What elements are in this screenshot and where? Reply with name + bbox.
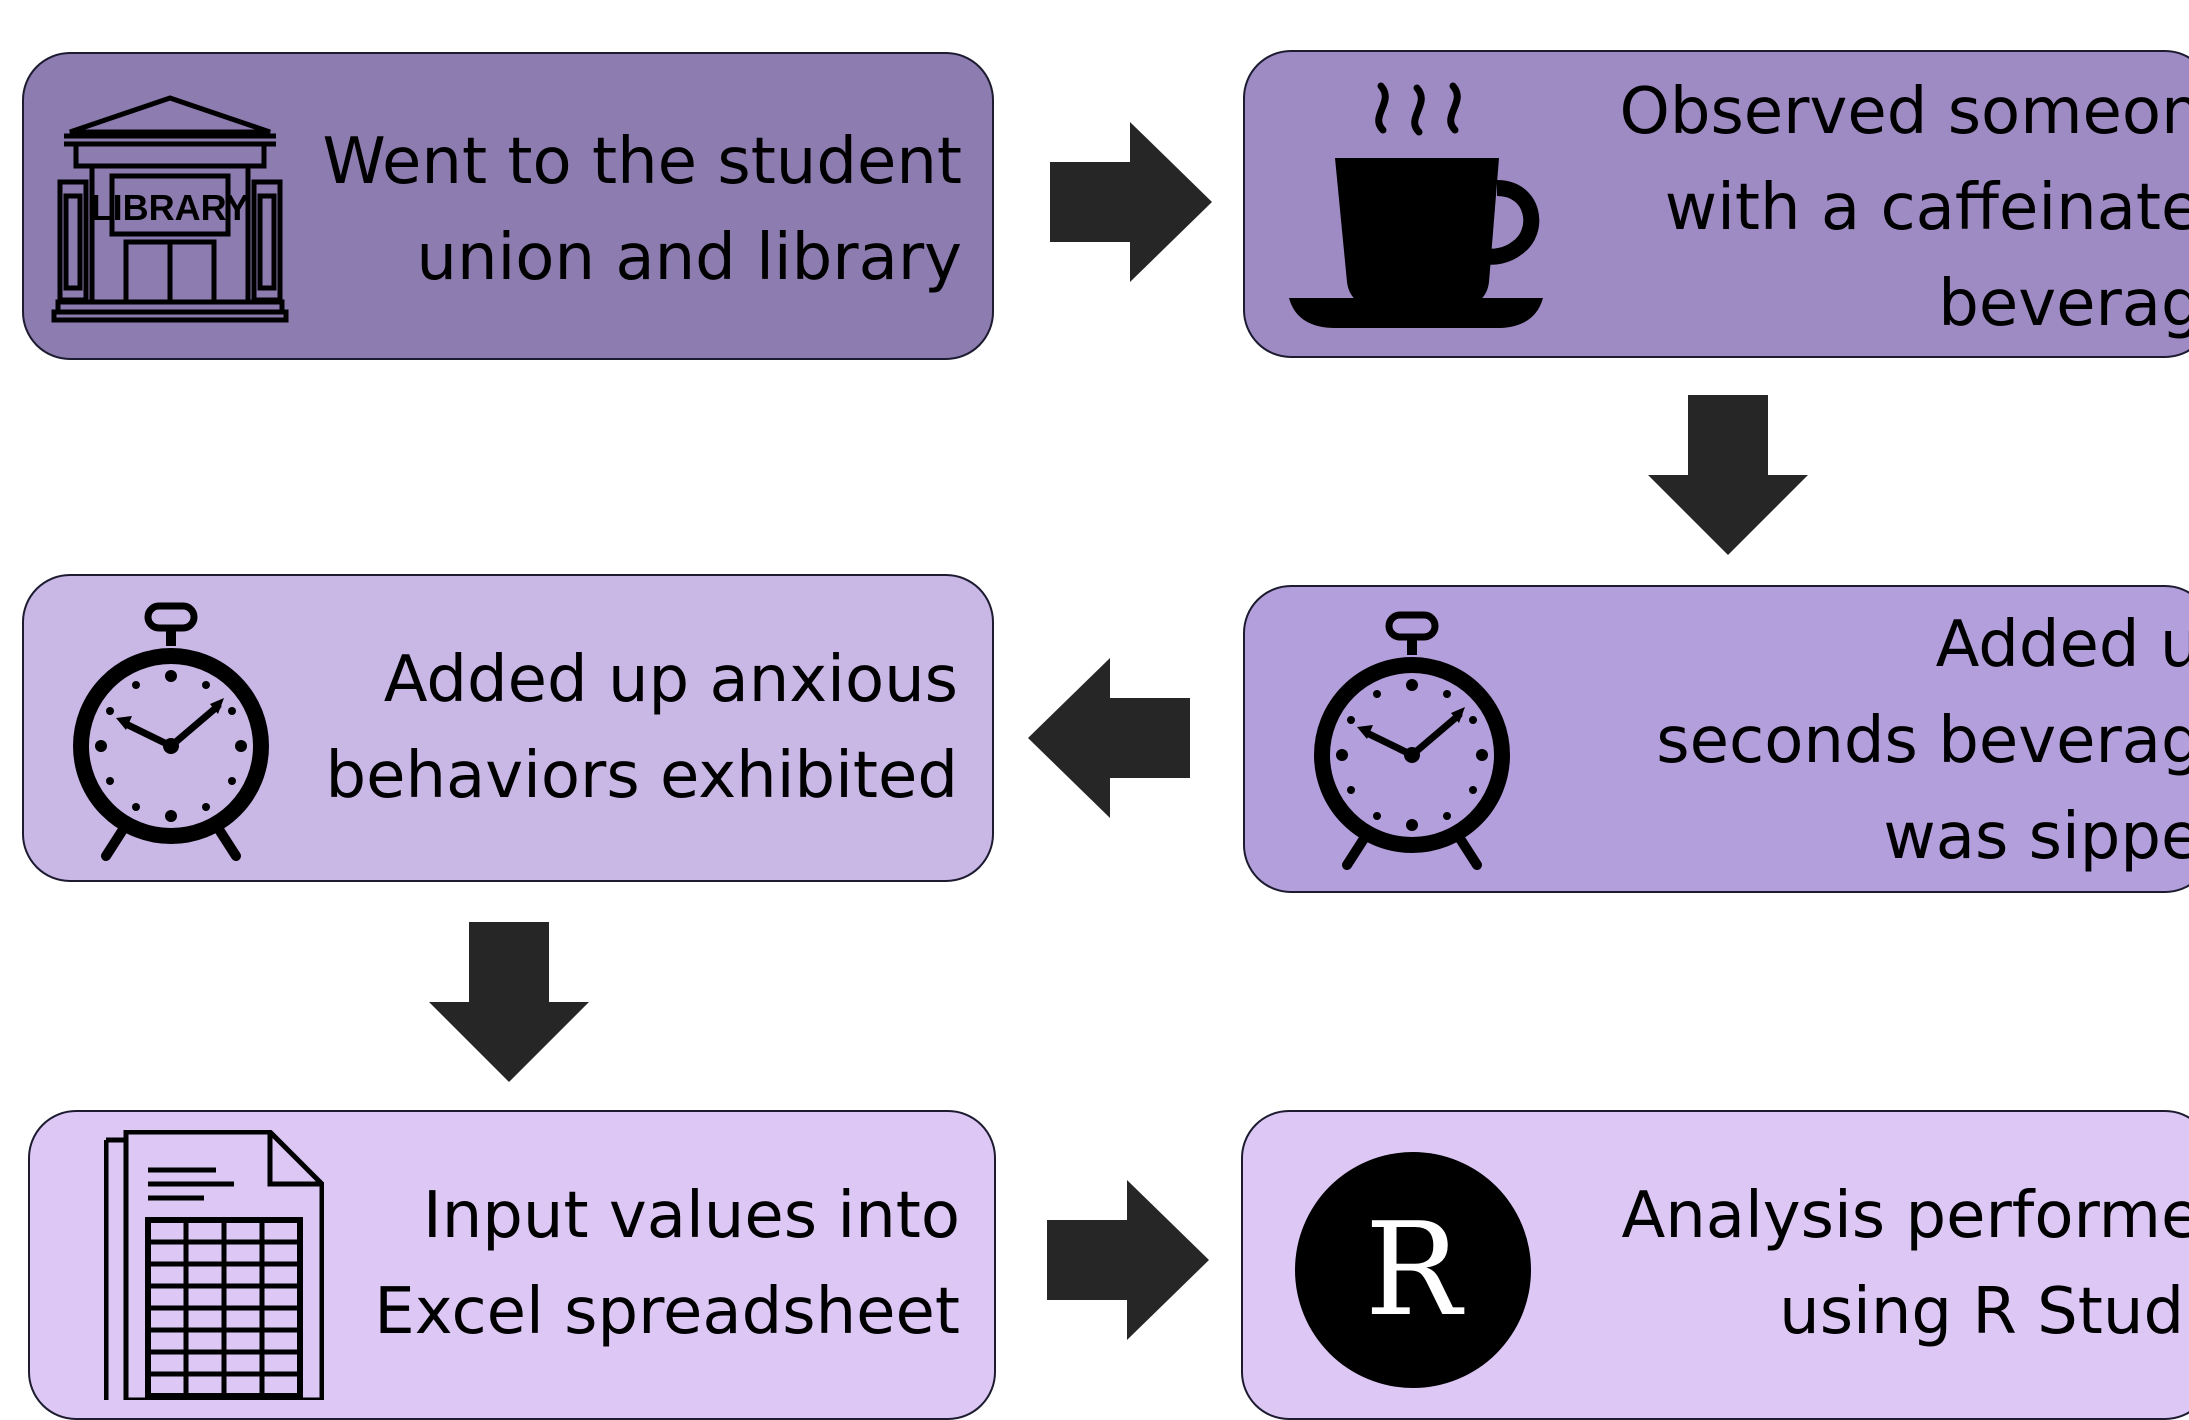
step-4-label: Added up anxious behaviors exhibited (325, 643, 958, 813)
step-5-label: Input values into Excel spreadsheet (374, 1179, 960, 1349)
library-icon: LIBRARY (50, 92, 290, 324)
step-6-box: R Analysis performed using R Studio (1241, 1110, 2189, 1420)
step-1-box: LIBRARY Went to the student union and li… (22, 52, 994, 360)
alarm-clock-icon (68, 600, 274, 862)
step-4-box: Added up anxious behaviors exhibited (22, 574, 994, 882)
coffee-cup-icon (1287, 70, 1543, 332)
alarm-clock-icon (1309, 609, 1515, 871)
step-3-label: Added up seconds beverage was sipped (1656, 608, 2189, 874)
step-1-label: Went to the student union and library (322, 125, 962, 295)
arrow-right-2 (1047, 1180, 1209, 1340)
arrow-down-2 (429, 922, 589, 1082)
step-5-box: Input values into Excel spreadsheet (28, 1110, 996, 1420)
step-2-label: Observed someone with a caffeinated beve… (1619, 75, 2189, 341)
r-logo-letter: R (1365, 1196, 1465, 1345)
library-sign-label: LIBRARY (91, 187, 250, 228)
arrow-left-1 (1028, 658, 1190, 818)
arrow-right-1 (1050, 122, 1212, 282)
step-2-box: Observed someone with a caffeinated beve… (1243, 50, 2189, 358)
arrow-down-1 (1648, 395, 1808, 555)
r-logo-icon: R (1295, 1152, 1531, 1388)
step-3-box: Added up seconds beverage was sipped (1243, 585, 2189, 893)
spreadsheet-icon (104, 1130, 324, 1400)
step-6-label: Analysis performed using R Studio (1621, 1179, 2189, 1349)
